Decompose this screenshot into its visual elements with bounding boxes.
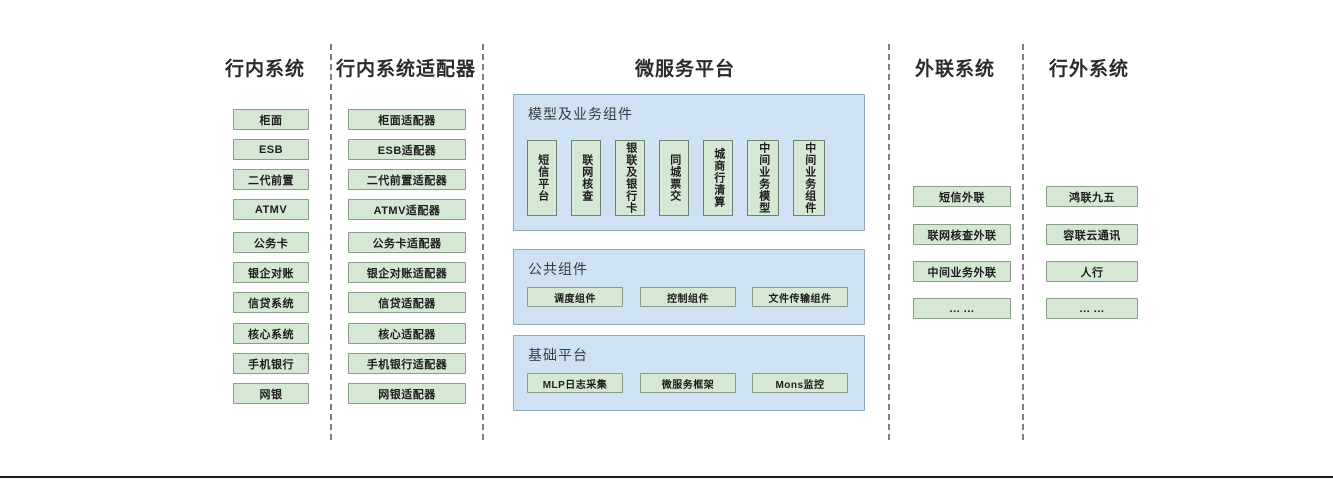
inbank-item-0[interactable]: 柜面 <box>233 109 309 130</box>
adapter-item-9[interactable]: 网银适配器 <box>348 383 466 404</box>
model-item-2[interactable]: 银联及银行卡 <box>615 140 645 216</box>
model-item-2-label: 银联及银行卡 <box>624 142 637 214</box>
inbank-item-8[interactable]: 手机银行 <box>233 353 309 374</box>
column-title-outbank: 行外系统 <box>1048 59 1129 80</box>
model-item-3-label: 同城票交 <box>668 154 681 202</box>
model-item-4-label: 城商行清算 <box>712 148 725 208</box>
adapter-item-8[interactable]: 手机银行适配器 <box>348 353 466 374</box>
adapter-item-5[interactable]: 银企对账适配器 <box>348 262 466 283</box>
panel-title-base-platform: 基础平台 <box>528 347 588 363</box>
base-item-0[interactable]: MLP日志采集 <box>527 373 623 393</box>
model-item-5[interactable]: 中间业务模型 <box>747 140 779 216</box>
base-item-2[interactable]: Mons监控 <box>752 373 848 393</box>
inbank-item-9[interactable]: 网银 <box>233 383 309 404</box>
inbank-item-5[interactable]: 银企对账 <box>233 262 309 283</box>
model-item-5-label: 中间业务模型 <box>757 142 770 214</box>
external-link-item-1[interactable]: 联网核查外联 <box>913 224 1011 245</box>
outbank-item-1[interactable]: 容联云通讯 <box>1046 224 1138 245</box>
model-item-1-label: 联网核查 <box>580 154 593 202</box>
inbank-item-4[interactable]: 公务卡 <box>233 232 309 253</box>
public-item-0[interactable]: 调度组件 <box>527 287 623 307</box>
model-item-4[interactable]: 城商行清算 <box>703 140 733 216</box>
column-divider-3 <box>888 44 890 440</box>
outbank-item-2[interactable]: 人行 <box>1046 261 1138 282</box>
external-link-item-3[interactable]: ... ... <box>913 298 1011 319</box>
panel-title-public-components: 公共组件 <box>528 261 588 277</box>
column-divider-2 <box>482 44 484 440</box>
model-item-3[interactable]: 同城票交 <box>659 140 689 216</box>
column-title-platform: 微服务平台 <box>634 59 735 80</box>
base-item-1[interactable]: 微服务框架 <box>640 373 736 393</box>
bottom-divider-rule <box>0 476 1333 478</box>
column-title-external-link: 外联系统 <box>914 59 995 80</box>
inbank-item-7[interactable]: 核心系统 <box>233 323 309 344</box>
adapter-item-3[interactable]: ATMV适配器 <box>348 199 466 220</box>
inbank-item-6[interactable]: 信贷系统 <box>233 292 309 313</box>
column-title-adapter: 行内系统适配器 <box>335 59 476 80</box>
adapter-item-4[interactable]: 公务卡适配器 <box>348 232 466 253</box>
panel-title-model-business-components: 模型及业务组件 <box>528 106 633 122</box>
model-item-1[interactable]: 联网核查 <box>571 140 601 216</box>
model-item-0[interactable]: 短信平台 <box>527 140 557 216</box>
column-divider-4 <box>1022 44 1024 440</box>
inbank-item-3[interactable]: ATMV <box>233 199 309 220</box>
outbank-item-3[interactable]: ... ... <box>1046 298 1138 319</box>
column-title-inbank: 行内系统 <box>224 59 305 80</box>
column-divider-1 <box>330 44 332 440</box>
outbank-item-0[interactable]: 鸿联九五 <box>1046 186 1138 207</box>
inbank-item-1[interactable]: ESB <box>233 139 309 160</box>
adapter-item-7[interactable]: 核心适配器 <box>348 323 466 344</box>
inbank-item-2[interactable]: 二代前置 <box>233 169 309 190</box>
external-link-item-2[interactable]: 中间业务外联 <box>913 261 1011 282</box>
external-link-item-0[interactable]: 短信外联 <box>913 186 1011 207</box>
model-item-0-label: 短信平台 <box>536 154 549 202</box>
adapter-item-6[interactable]: 信贷适配器 <box>348 292 466 313</box>
adapter-item-0[interactable]: 柜面适配器 <box>348 109 466 130</box>
adapter-item-1[interactable]: ESB适配器 <box>348 139 466 160</box>
public-item-1[interactable]: 控制组件 <box>640 287 736 307</box>
adapter-item-2[interactable]: 二代前置适配器 <box>348 169 466 190</box>
model-item-6[interactable]: 中间业务组件 <box>793 140 825 216</box>
model-item-6-label: 中间业务组件 <box>803 142 816 214</box>
public-item-2[interactable]: 文件传输组件 <box>752 287 848 307</box>
